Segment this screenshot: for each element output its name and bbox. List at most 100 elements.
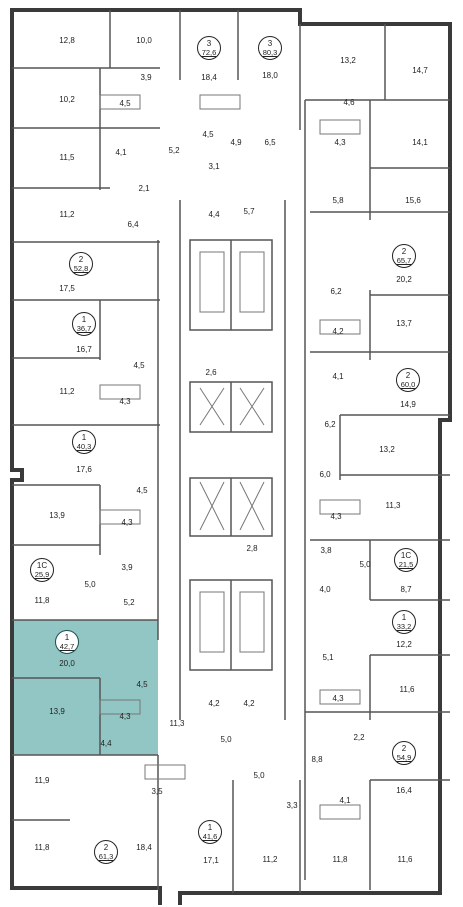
room-area-label: 8,7 bbox=[400, 585, 412, 594]
room-area-label: 5,0 bbox=[220, 735, 232, 744]
room-area-label: 2,1 bbox=[138, 184, 150, 193]
apartment-type: 2 bbox=[103, 843, 109, 852]
apartment-area: 54,9 bbox=[396, 753, 412, 762]
apartment-area: 21,5 bbox=[398, 560, 414, 569]
room-area-label: 18,0 bbox=[262, 71, 278, 80]
apartment-area: 25,9 bbox=[34, 570, 50, 579]
room-area-label: 10,0 bbox=[136, 36, 152, 45]
room-area-label: 6,2 bbox=[330, 287, 342, 296]
room-area-label: 5,7 bbox=[243, 207, 255, 216]
apartment-type: 3 bbox=[206, 39, 212, 48]
apartment-type: 3 bbox=[267, 39, 273, 48]
apartment-area: 33,2 bbox=[396, 622, 412, 631]
apartment-type: 1С bbox=[36, 561, 48, 570]
room-area-label: 3,1 bbox=[208, 162, 220, 171]
room-area-label: 4,4 bbox=[100, 739, 112, 748]
apartment-type: 1 bbox=[64, 633, 70, 642]
room-area-label: 11,6 bbox=[399, 685, 415, 694]
room-area-label: 12,2 bbox=[396, 640, 412, 649]
room-area-label: 13,9 bbox=[49, 707, 65, 716]
apartment-type: 1 bbox=[401, 613, 407, 622]
room-area-label: 11,3 bbox=[169, 719, 185, 728]
room-area-label: 2,8 bbox=[246, 544, 258, 553]
room-area-label: 4,3 bbox=[121, 518, 133, 527]
room-area-label: 11,6 bbox=[397, 855, 413, 864]
fixtures bbox=[99, 94, 361, 820]
room-area-label: 4,3 bbox=[330, 512, 342, 521]
room-area-label: 4,0 bbox=[319, 585, 331, 594]
room-area-label: 4,9 bbox=[230, 138, 242, 147]
room-area-label: 4,2 bbox=[332, 327, 344, 336]
room-area-label: 18,4 bbox=[201, 73, 217, 82]
apartment-area: 42,7 bbox=[59, 642, 75, 651]
room-area-label: 4,1 bbox=[332, 372, 344, 381]
room-area-label: 5,0 bbox=[84, 580, 96, 589]
room-area-label: 11,8 bbox=[332, 855, 348, 864]
room-area-label: 11,2 bbox=[59, 210, 75, 219]
apartment-type: 1С bbox=[400, 551, 412, 560]
apartment-area: 41,6 bbox=[202, 832, 218, 841]
selected-apartment-highlight[interactable] bbox=[13, 620, 158, 755]
room-area-label: 4,6 bbox=[343, 98, 355, 107]
room-area-label: 3,3 bbox=[286, 801, 298, 810]
room-area-label: 5,0 bbox=[359, 560, 371, 569]
room-area-label: 5,2 bbox=[168, 146, 180, 155]
room-area-label: 13,7 bbox=[396, 319, 412, 328]
apartment-type: 1 bbox=[207, 823, 213, 832]
room-area-label: 13,9 bbox=[49, 511, 65, 520]
room-area-label: 6,2 bbox=[324, 420, 336, 429]
room-area-label: 6,4 bbox=[127, 220, 139, 229]
room-area-label: 11,9 bbox=[34, 776, 50, 785]
apartment-area: 61,3 bbox=[98, 852, 114, 861]
apartment-type: 2 bbox=[401, 247, 407, 256]
room-area-label: 4,3 bbox=[119, 397, 131, 406]
room-area-label: 16,7 bbox=[76, 345, 92, 354]
room-area-label: 10,2 bbox=[59, 95, 75, 104]
room-area-label: 5,1 bbox=[322, 653, 334, 662]
room-area-label: 4,1 bbox=[339, 796, 351, 805]
room-area-label: 11,8 bbox=[34, 843, 50, 852]
room-area-label: 4,5 bbox=[136, 486, 148, 495]
outer-walls bbox=[10, 8, 452, 905]
room-area-label: 17,1 bbox=[203, 856, 219, 865]
room-area-label: 4,3 bbox=[334, 138, 346, 147]
room-area-label: 8,8 bbox=[311, 755, 323, 764]
room-area-label: 5,0 bbox=[253, 771, 265, 780]
room-area-label: 11,5 bbox=[59, 153, 75, 162]
apartment-type: 2 bbox=[78, 255, 84, 264]
room-area-label: 3,9 bbox=[121, 563, 133, 572]
room-area-label: 11,8 bbox=[34, 596, 50, 605]
apartment-area: 36,7 bbox=[76, 324, 92, 333]
apartment-type: 2 bbox=[405, 371, 411, 380]
room-area-label: 4,4 bbox=[208, 210, 220, 219]
room-area-label: 3,5 bbox=[151, 787, 163, 796]
room-area-label: 4,5 bbox=[133, 361, 145, 370]
room-area-label: 11,3 bbox=[385, 501, 401, 510]
room-area-label: 11,2 bbox=[262, 855, 278, 864]
apartment-type: 1 bbox=[81, 315, 87, 324]
room-area-label: 17,6 bbox=[76, 465, 92, 474]
room-area-label: 4,5 bbox=[119, 99, 131, 108]
room-area-label: 4,2 bbox=[208, 699, 220, 708]
room-area-label: 2,2 bbox=[353, 733, 365, 742]
room-area-label: 3,8 bbox=[320, 546, 332, 555]
room-area-label: 18,4 bbox=[136, 843, 152, 852]
room-area-label: 4,5 bbox=[136, 680, 148, 689]
room-area-label: 20,0 bbox=[59, 659, 75, 668]
